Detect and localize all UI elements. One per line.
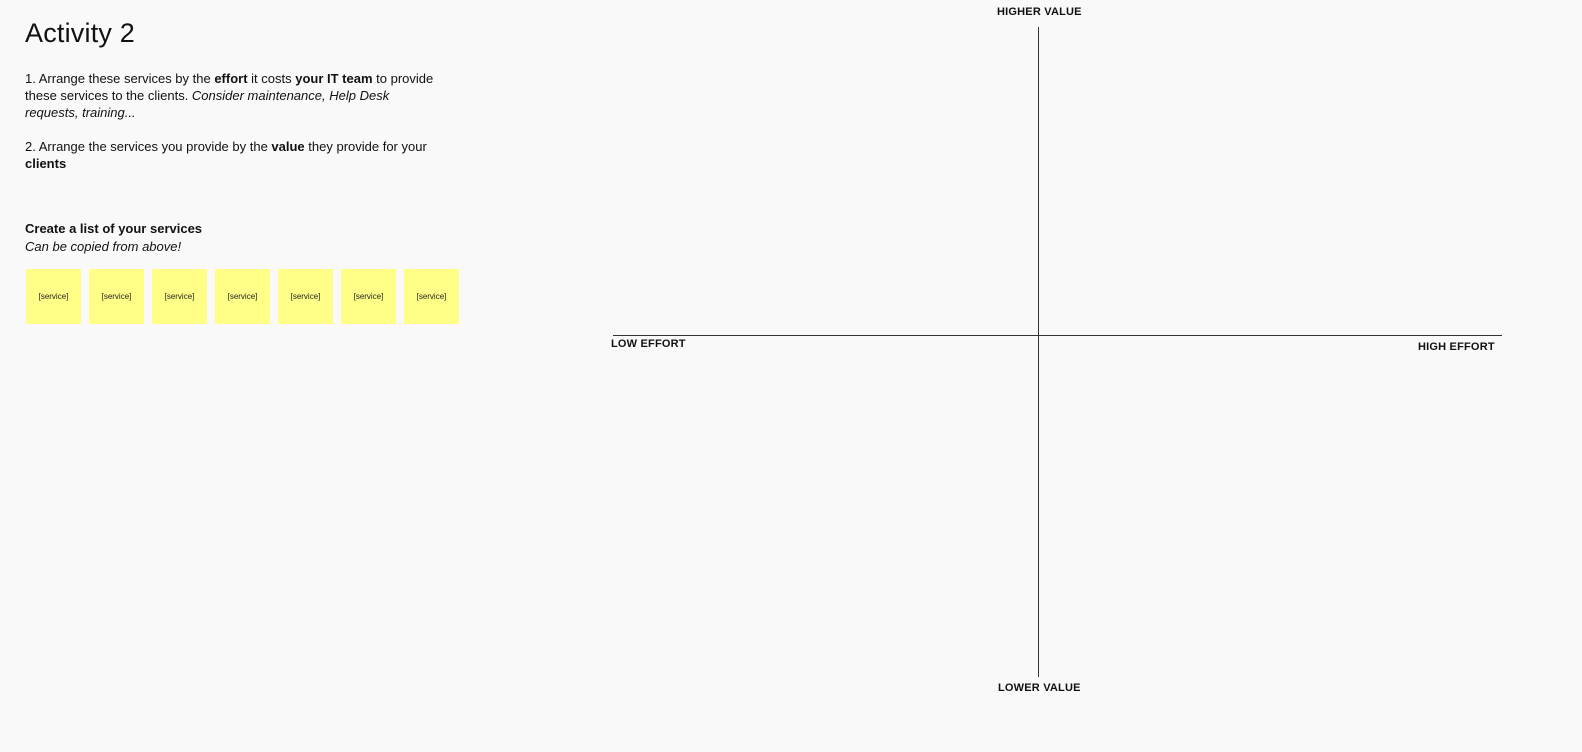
- sticky-label: [service]: [164, 292, 195, 301]
- step1-text-middle: it costs: [247, 71, 296, 86]
- step1-text-suffix: to provide these services to the clients…: [25, 71, 434, 103]
- sticky-label: [service]: [38, 292, 69, 301]
- step2-text-middle: they provide for your: [304, 139, 427, 154]
- service-sticky-note[interactable]: [service]: [26, 269, 81, 324]
- step2-value: value: [271, 139, 305, 154]
- lower-value-label: LOWER VALUE: [998, 682, 1081, 694]
- service-sticky-note[interactable]: [service]: [278, 269, 333, 324]
- step1-text: 1. Arrange these services by the: [25, 71, 215, 86]
- sticky-label: [service]: [353, 292, 384, 301]
- activity-title: Activity 2: [25, 18, 136, 48]
- instructions: 1. Arrange these services by the effort …: [25, 70, 445, 189]
- step1-hint: Consider maintenance, Help Desk requests…: [25, 88, 390, 120]
- sticky-label: [service]: [416, 292, 447, 301]
- step2-clients: clients: [25, 156, 67, 171]
- service-list-subheading: Can be copied from above!: [25, 239, 182, 254]
- high-effort-label: HIGH EFFORT: [1418, 341, 1495, 353]
- instruction-step-2: 2. Arrange the services you provide by t…: [25, 138, 445, 172]
- instruction-step-1: 1. Arrange these services by the effort …: [25, 70, 445, 121]
- step1-it-team: your IT team: [295, 71, 373, 86]
- service-sticky-note[interactable]: [service]: [404, 269, 459, 324]
- sticky-label: [service]: [290, 292, 321, 301]
- sticky-label: [service]: [101, 292, 132, 301]
- sticky-label: [service]: [227, 292, 258, 301]
- service-sticky-note[interactable]: [service]: [341, 269, 396, 324]
- service-list-header: Create a list of your services Can be co…: [25, 220, 202, 256]
- step2-text: 2. Arrange the services you provide by t…: [25, 139, 272, 154]
- service-sticky-note[interactable]: [service]: [215, 269, 270, 324]
- effort-axis-line: [613, 335, 1502, 336]
- higher-value-label: HIGHER VALUE: [997, 6, 1082, 18]
- value-axis-line: [1038, 27, 1039, 677]
- service-sticky-notes: [service] [service] [service] [service] …: [26, 269, 459, 324]
- step1-effort: effort: [214, 71, 248, 86]
- service-sticky-note[interactable]: [service]: [152, 269, 207, 324]
- low-effort-label: LOW EFFORT: [611, 338, 686, 350]
- service-sticky-note[interactable]: [service]: [89, 269, 144, 324]
- service-list-heading: Create a list of your services: [25, 221, 203, 236]
